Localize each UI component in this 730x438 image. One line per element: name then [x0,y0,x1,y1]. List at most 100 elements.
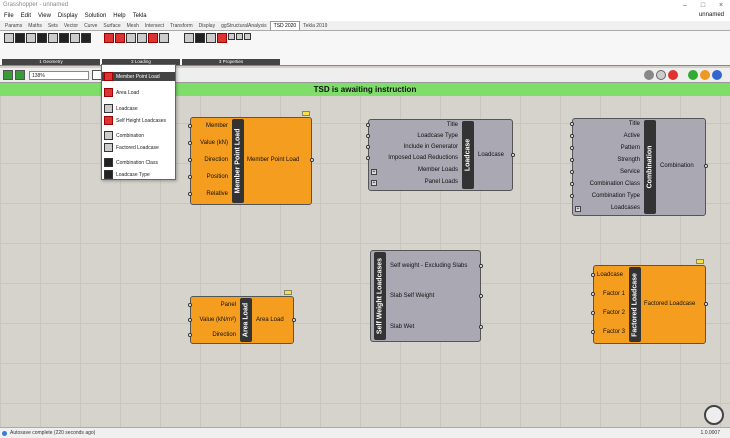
input-port[interactable] [188,303,192,307]
output-port[interactable] [704,164,708,168]
output-port[interactable] [292,318,296,322]
tab-tekla-2019[interactable]: Tekla 2019 [303,23,328,29]
zoom-select[interactable]: 138% [29,71,89,80]
menu-item-member-point-load[interactable]: Member Point Load [102,72,175,81]
open-icon[interactable] [3,70,13,80]
input-port[interactable] [570,158,574,162]
navigation-compass-icon[interactable] [704,405,724,425]
output-member-point-load[interactable]: Member Point Load [247,157,300,163]
box-icon[interactable] [48,33,58,43]
input-value[interactable]: Value (kN/m²) [199,317,236,323]
tab-mesh[interactable]: Mesh [126,23,139,29]
input-port[interactable] [366,145,370,149]
expand-list-icon[interactable]: + [575,206,581,212]
input-port[interactable] [188,124,192,128]
maximize-icon[interactable]: □ [700,2,706,9]
input-service[interactable]: Service [619,169,640,175]
input-direction[interactable]: Direction [204,157,228,163]
material-icon[interactable] [195,33,205,43]
output-port[interactable] [479,325,483,329]
tab-vector[interactable]: Vector [63,23,79,29]
input-imposed-load-reductions[interactable]: Imposed Load Reductions [388,155,458,161]
arrow-down-icon[interactable] [217,33,227,43]
release-icon[interactable] [228,33,235,40]
area-load-icon[interactable] [115,33,125,43]
input-direction[interactable]: Direction [212,332,236,338]
input-member[interactable]: Member [205,123,228,129]
factored-loadcase-component[interactable]: Loadcase Factor 1 Factor 2 Factor 3 Fact… [591,259,708,344]
input-port[interactable] [188,192,192,196]
member-point-load-component[interactable]: Member Value (kN) Direction Position Rel… [188,111,314,205]
loadcase-icon[interactable] [126,33,136,43]
input-port[interactable] [591,292,595,296]
menu-item-loadcase[interactable]: Loadcase [104,104,138,113]
point-load-icon[interactable] [104,33,114,43]
input-position[interactable]: Position [206,174,228,180]
input-port[interactable] [366,123,370,127]
tab-surface[interactable]: Surface [103,23,121,29]
globe-icon[interactable] [712,70,722,80]
input-title[interactable]: Title [446,122,458,128]
input-pattern[interactable]: Pattern [620,145,640,151]
tab-display[interactable]: Display [198,23,216,29]
output-port[interactable] [479,264,483,268]
input-port[interactable] [188,141,192,145]
tab-params[interactable]: Params [5,23,23,29]
save-icon[interactable] [15,70,25,80]
input-value[interactable]: Value (kN) [200,140,228,146]
input-factor-1[interactable]: Factor 1 [603,291,626,297]
tab-transform[interactable]: Transform [170,23,193,29]
input-loadcase-type[interactable]: Loadcase Type [417,133,458,139]
member-icon[interactable] [15,33,25,43]
close-icon[interactable]: × [718,2,724,9]
input-port[interactable] [570,122,574,126]
input-port[interactable] [188,175,192,179]
output-area-load[interactable]: Area Load [256,317,284,323]
tab-intersect[interactable]: Intersect [144,23,165,29]
move-icon[interactable] [206,33,216,43]
input-combination-type[interactable]: Combination Type [591,193,640,199]
input-include-in-generator[interactable]: Include in Generator [403,144,458,150]
output-slab-wet[interactable]: Slab Wet [390,324,415,330]
menu-tekla[interactable]: Tekla [132,13,147,19]
menu-item-factored-loadcase[interactable]: Factored Loadcase [104,143,159,152]
output-port[interactable] [511,153,515,157]
input-title[interactable]: Title [628,121,640,127]
expand-list-icon[interactable]: + [371,169,377,175]
input-relative[interactable]: Relative [206,191,228,197]
output-combination[interactable]: Combination [660,163,694,169]
loadcase-component[interactable]: Title Loadcase Type Include in Generator… [366,119,515,191]
solver-icon[interactable] [688,70,698,80]
input-port[interactable] [188,158,192,162]
menu-display[interactable]: Display [57,13,78,19]
area-load-component[interactable]: Panel Value (kN/m²) Direction Area Load … [188,290,296,344]
input-factor-3[interactable]: Factor 3 [603,329,626,335]
tab-structural-analysis[interactable]: ggStructuralAnalysis [221,23,267,29]
input-loadcase[interactable]: Loadcase [597,272,624,278]
input-port[interactable] [366,156,370,160]
support-icon[interactable] [236,33,243,40]
factored-icon[interactable] [159,33,169,43]
input-port[interactable] [188,333,192,337]
preview-icon[interactable] [644,70,654,80]
section-icon[interactable] [184,33,194,43]
input-strength[interactable]: Strength [617,157,640,163]
slab-icon[interactable] [59,33,69,43]
menu-edit[interactable]: Edit [20,13,32,19]
input-port[interactable] [570,170,574,174]
self-weight-icon[interactable] [148,33,158,43]
input-port[interactable] [570,194,574,198]
tab-tsd-2020[interactable]: TSD 2020 [269,21,301,30]
menu-item-combination[interactable]: Combination [104,131,144,140]
input-active[interactable]: Active [623,133,640,139]
output-port[interactable] [479,294,483,298]
menu-item-self-height-loadcases[interactable]: Self Height Loadcases [104,116,166,125]
minimize-icon[interactable]: – [683,2,687,9]
menu-item-area-load[interactable]: Area Load [104,88,139,97]
menu-help[interactable]: Help [113,13,126,19]
input-panel-loads[interactable]: Panel Loads [424,179,458,185]
combination-component[interactable]: Title Active Pattern Strength Service Co… [570,118,708,216]
input-port[interactable] [591,273,595,277]
input-loadcases[interactable]: Loadcases [610,205,640,211]
render-icon[interactable] [700,70,710,80]
